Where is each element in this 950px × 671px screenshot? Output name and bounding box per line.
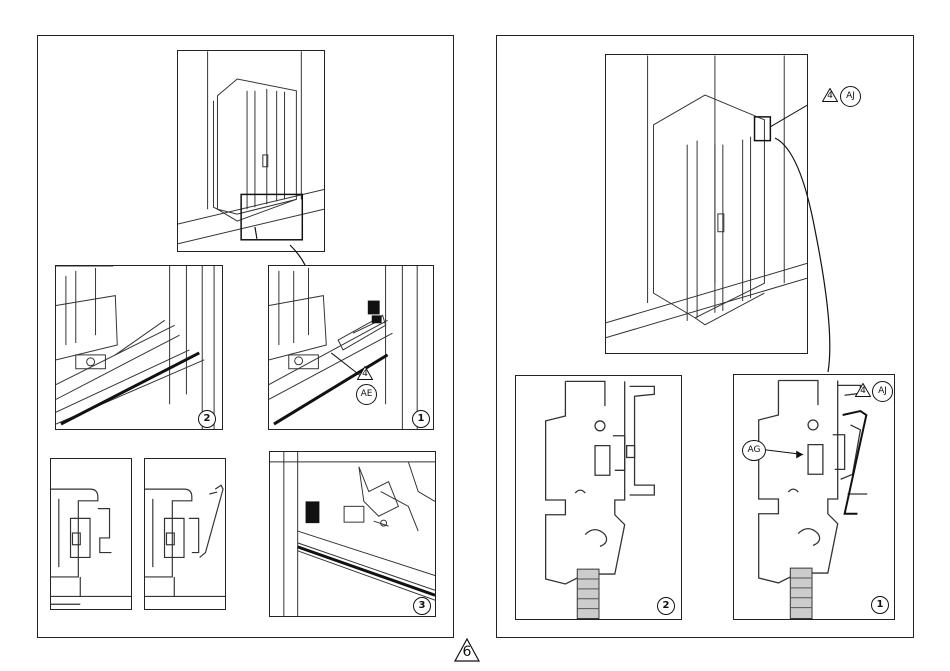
step-3-badge-left: 3 bbox=[413, 597, 431, 615]
profile-detail-b bbox=[144, 458, 226, 610]
callout-aj-detail: AJ bbox=[872, 381, 893, 402]
overview-illustration-right bbox=[605, 54, 808, 354]
step-1-badge-left: 1 bbox=[412, 410, 430, 428]
triangle-number: 4 bbox=[855, 386, 871, 396]
step-2-detail-left bbox=[55, 265, 223, 430]
overview-illustration-left bbox=[177, 50, 325, 252]
profile-section-drawing bbox=[51, 459, 131, 609]
profile-section-step-1 bbox=[734, 375, 894, 619]
callout-ae: AE bbox=[356, 384, 377, 405]
page-number-text: 6 bbox=[454, 644, 480, 660]
step-3-detail-left bbox=[269, 451, 436, 617]
warning-triangle-aj-top: 4 bbox=[822, 88, 838, 102]
triangle-number: 4 bbox=[357, 369, 373, 379]
callout-ag: AG bbox=[742, 440, 766, 461]
door-seal-detail-drawing bbox=[269, 266, 433, 429]
page-number: 6 bbox=[454, 638, 480, 662]
shower-enclosure-drawing bbox=[178, 51, 324, 251]
warning-triangle-ae: 4 bbox=[357, 366, 373, 380]
profile-detail-a bbox=[50, 458, 132, 610]
step-1-profile-right bbox=[733, 374, 895, 620]
door-track-detail-drawing bbox=[270, 452, 435, 616]
profile-section-step-2 bbox=[516, 376, 681, 619]
profile-section-drawing-2 bbox=[145, 459, 225, 609]
warning-triangle-aj-detail: 4 bbox=[855, 383, 871, 397]
triangle-number: 4 bbox=[822, 91, 838, 101]
callout-aj-top: AJ bbox=[840, 86, 861, 107]
shower-enclosure-drawing-right bbox=[606, 55, 807, 353]
step-2-badge-right: 2 bbox=[657, 597, 675, 615]
step-1-detail-left bbox=[268, 265, 434, 430]
step-1-badge-right: 1 bbox=[871, 596, 889, 614]
step-2-profile-right bbox=[515, 375, 682, 620]
step-2-badge-left: 2 bbox=[198, 410, 216, 428]
door-bottom-detail-drawing bbox=[56, 266, 222, 429]
